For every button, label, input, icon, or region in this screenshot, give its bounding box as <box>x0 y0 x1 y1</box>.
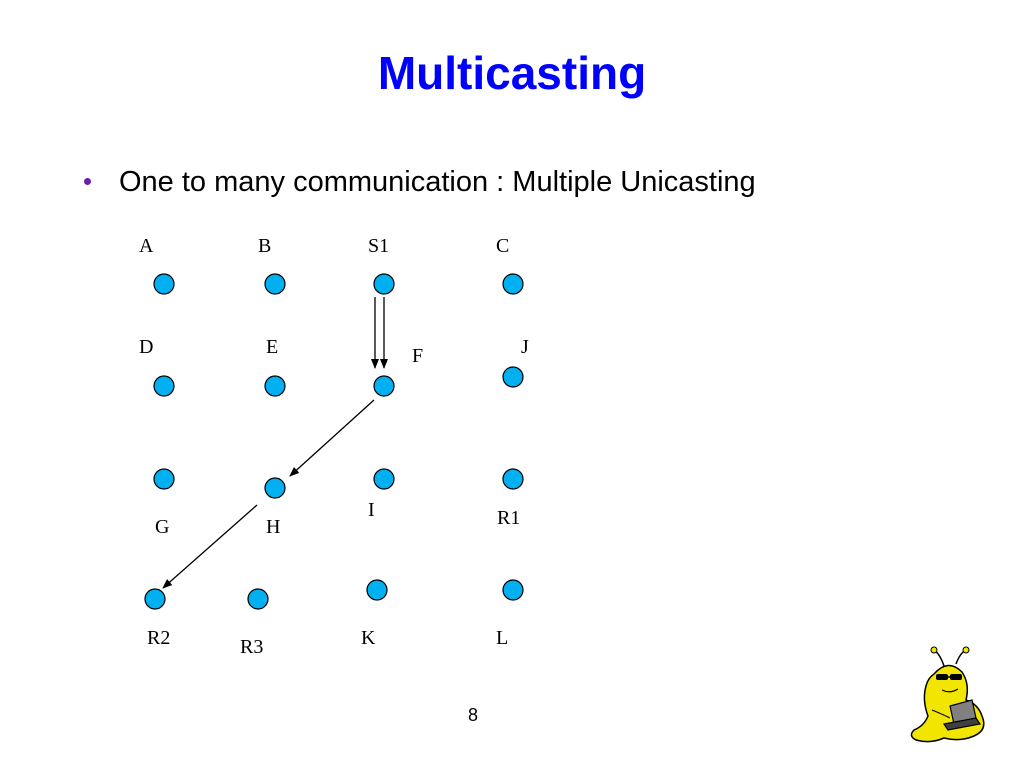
bullet-text: One to many communication : Multiple Uni… <box>119 166 756 198</box>
node-h <box>264 477 286 499</box>
node-c <box>502 273 524 295</box>
label-f: F <box>412 345 423 367</box>
node-b <box>264 273 286 295</box>
label-b: B <box>258 235 271 257</box>
edge-f-h <box>289 399 375 477</box>
node-l <box>502 579 524 601</box>
node-r3 <box>247 588 269 610</box>
label-i: I <box>368 499 375 521</box>
bullet-item: One to many communication : Multiple Uni… <box>84 166 756 199</box>
node-r2 <box>144 588 166 610</box>
node-j <box>502 366 524 388</box>
node-s1 <box>373 273 395 295</box>
label-e: E <box>266 336 278 358</box>
node-g <box>153 468 175 490</box>
label-h: H <box>266 516 280 538</box>
label-g: G <box>155 516 169 538</box>
edge-h-r2 <box>162 504 258 589</box>
label-l: L <box>496 627 508 649</box>
node-r1 <box>502 468 524 490</box>
label-d: D <box>139 336 153 358</box>
label-r3: R3 <box>240 636 263 658</box>
label-s1: S1 <box>368 235 389 257</box>
node-f <box>373 375 395 397</box>
node-i <box>373 468 395 490</box>
label-c: C <box>496 235 509 257</box>
slug-mascot-icon <box>910 646 985 743</box>
slide-title: Multicasting <box>377 47 647 99</box>
label-a: A <box>139 235 154 257</box>
bullet-dot-icon <box>84 177 91 185</box>
node-k <box>366 579 388 601</box>
label-r2: R2 <box>147 627 170 649</box>
node-d <box>153 375 175 397</box>
page-number: 8 <box>467 705 478 725</box>
label-j: J <box>521 336 529 358</box>
label-r1: R1 <box>497 507 520 529</box>
node-a <box>153 273 175 295</box>
node-e <box>264 375 286 397</box>
label-k: K <box>361 627 376 649</box>
